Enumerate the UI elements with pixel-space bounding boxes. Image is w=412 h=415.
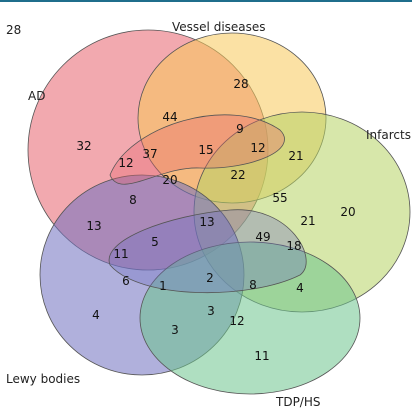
count-infarcts-b: 21 (300, 214, 315, 228)
count-ad-lewy: 13 (86, 219, 101, 233)
count-infarcts-tdp-a: 49 (255, 230, 270, 244)
set-label-ad: AD (28, 89, 45, 103)
count-ad-only: 32 (76, 139, 91, 153)
count-lewy-tdp-c: 3 (171, 323, 179, 337)
count-infarcts-tdp: 4 (296, 281, 304, 295)
set-label-vessel: Vessel diseases (172, 20, 266, 34)
count-tdp-a: 12 (229, 314, 244, 328)
count-ad-lewy-a: 20 (162, 173, 177, 187)
count-ad-lewy-b: 8 (129, 193, 137, 207)
corner-number: 28 (6, 23, 21, 37)
count-vessel-infarcts: 21 (288, 149, 303, 163)
count-lewy-c: 6 (122, 274, 130, 288)
count-vessel-infarcts-c: 55 (272, 191, 287, 205)
count-lewy-b: 11 (113, 247, 128, 261)
count-infarcts-only: 20 (340, 205, 355, 219)
count-vessel-infarcts-b: 12 (250, 141, 265, 155)
count-vessel-only: 28 (233, 77, 248, 91)
count-lewy-tdp-a: 1 (159, 279, 167, 293)
top-rule (0, 0, 412, 2)
count-ad-vessel-b: 37 (142, 147, 157, 161)
set-shapes (27, 29, 411, 395)
count-infarcts-tdp-c: 8 (249, 278, 257, 292)
lewy-inner-lobe (108, 209, 307, 294)
count-lewy-tdp-b: 3 (207, 304, 215, 318)
set-label-infarcts: Infarcts (366, 128, 411, 142)
count-ad-vessel: 44 (162, 110, 177, 124)
count-center-upper: 22 (230, 168, 245, 182)
count-tdp-only: 11 (254, 349, 269, 363)
set-label-tdp: TDP/HS (275, 395, 321, 409)
count-ad-vessel-c: 15 (198, 143, 213, 157)
count-lewy-only: 4 (92, 308, 100, 322)
count-ad-vessel-a: 12 (118, 156, 133, 170)
count-center: 13 (199, 215, 214, 229)
count-vessel-infarcts-top: 9 (236, 122, 244, 136)
count-infarcts-tdp-b: 18 (286, 239, 301, 253)
set-label-lewy: Lewy bodies (6, 372, 80, 386)
ad-inner-lobe (109, 114, 285, 185)
count-lewy-a: 5 (151, 235, 159, 249)
count-center-lower: 2 (206, 271, 214, 285)
